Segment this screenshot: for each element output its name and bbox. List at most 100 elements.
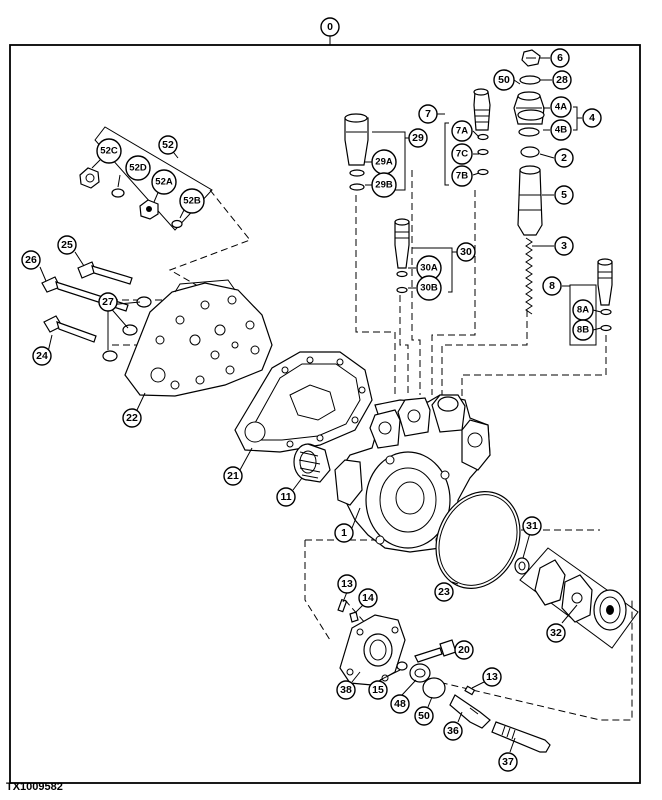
callout-48: 48: [390, 694, 410, 714]
callout-36: 36: [443, 721, 463, 741]
svg-text:25: 25: [61, 239, 73, 251]
svg-text:13: 13: [341, 578, 353, 590]
callout-15: 15: [368, 680, 388, 700]
o-ring-50b: [422, 677, 446, 699]
callout-14: 14: [358, 588, 378, 608]
svg-text:7C: 7C: [456, 149, 468, 160]
bearing-31: [514, 557, 530, 575]
callout-37: 37: [498, 752, 518, 772]
callout-11: 11: [276, 487, 296, 507]
svg-text:4B: 4B: [555, 125, 567, 136]
svg-text:8B: 8B: [577, 325, 589, 336]
svg-text:15: 15: [372, 684, 384, 696]
callout-23: 23: [434, 582, 454, 602]
svg-text:26: 26: [25, 254, 37, 266]
svg-text:8: 8: [549, 280, 555, 292]
plug-52c: [79, 167, 100, 189]
washer-52d: [111, 188, 125, 198]
relief-valve-7: [473, 88, 491, 176]
svg-text:29: 29: [412, 132, 424, 144]
key-13b: [464, 685, 476, 696]
valve-8: [597, 258, 613, 332]
svg-text:52B: 52B: [183, 196, 201, 207]
figure-code: TX1009582: [6, 781, 63, 793]
svg-text:38: 38: [340, 684, 352, 696]
callout-28: 28: [552, 70, 572, 90]
cover-plate-22: [124, 279, 273, 397]
svg-text:50: 50: [418, 710, 430, 722]
callout-26: 26: [21, 250, 41, 270]
svg-text:24: 24: [36, 350, 48, 362]
svg-text:28: 28: [556, 74, 568, 86]
svg-text:20: 20: [458, 644, 470, 656]
svg-text:30B: 30B: [420, 283, 438, 294]
o-ring-28: [519, 75, 541, 85]
washer-27b: [122, 324, 138, 336]
callout-25: 25: [57, 235, 77, 255]
callout-30: 30: [456, 242, 476, 262]
gasket-21: [234, 351, 373, 453]
svg-text:52A: 52A: [155, 177, 173, 188]
callout-52c: 52C: [96, 138, 122, 164]
flange-38: [339, 614, 406, 686]
o-ring-23: [435, 491, 521, 589]
shaft-37: [491, 721, 551, 753]
callout-27: 27: [98, 292, 118, 312]
cap-screw-6: [521, 49, 541, 67]
svg-text:52: 52: [162, 139, 174, 151]
svg-text:5: 5: [561, 189, 567, 201]
valve-29: [344, 113, 369, 191]
callout-1: 1: [334, 523, 354, 543]
callout-8b: 8B: [572, 319, 594, 341]
svg-text:52C: 52C: [100, 146, 118, 157]
callout-3: 3: [554, 236, 574, 256]
valve-30: [394, 218, 410, 294]
callout-5: 5: [554, 185, 574, 205]
callout-22: 22: [122, 408, 142, 428]
callout-52: 52: [158, 135, 178, 155]
callout-4: 4: [582, 108, 602, 128]
svg-text:37: 37: [502, 756, 514, 768]
spool-5: [517, 165, 543, 236]
bolt-20: [414, 639, 457, 663]
svg-text:52D: 52D: [129, 163, 147, 174]
spring-3: [525, 237, 533, 315]
washer-2: [520, 146, 540, 158]
svg-text:7A: 7A: [456, 126, 468, 137]
callout-7c: 7C: [451, 143, 473, 165]
svg-text:29A: 29A: [375, 157, 393, 168]
svg-text:7B: 7B: [456, 171, 468, 182]
pump-housing-1: [334, 394, 491, 553]
svg-text:3: 3: [561, 240, 567, 252]
callout-29: 29: [408, 128, 428, 148]
svg-text:30A: 30A: [420, 263, 438, 274]
svg-text:32: 32: [550, 627, 562, 639]
callout-4b: 4B: [550, 119, 572, 141]
callout-13-bottom: 13: [482, 667, 502, 687]
svg-text:27: 27: [102, 296, 114, 308]
callout-8a: 8A: [572, 299, 594, 321]
valve-cartridge-4: [513, 91, 545, 137]
svg-text:22: 22: [126, 412, 138, 424]
svg-text:23: 23: [438, 586, 450, 598]
gear-pump-kit-32: [519, 547, 639, 649]
callout-50-top: 50: [493, 69, 515, 91]
coupling-36: [449, 694, 491, 729]
callout-4a: 4A: [550, 96, 572, 118]
callout-13-top: 13: [337, 574, 357, 594]
callout-50-bottom: 50: [414, 706, 434, 726]
callout-0: 0: [320, 17, 340, 37]
callout-8: 8: [542, 276, 562, 296]
seal-48: [409, 663, 431, 683]
callout-32: 32: [546, 623, 566, 643]
svg-text:6: 6: [557, 52, 563, 64]
o-ring-52b: [171, 219, 183, 229]
svg-text:1: 1: [341, 527, 347, 539]
callout-7: 7: [418, 104, 438, 124]
callout-52d: 52D: [125, 155, 151, 181]
callout-31: 31: [522, 516, 542, 536]
washer-15: [396, 661, 408, 671]
svg-text:31: 31: [526, 520, 538, 532]
o-ring-4b: [518, 127, 540, 137]
svg-text:8A: 8A: [577, 305, 589, 316]
